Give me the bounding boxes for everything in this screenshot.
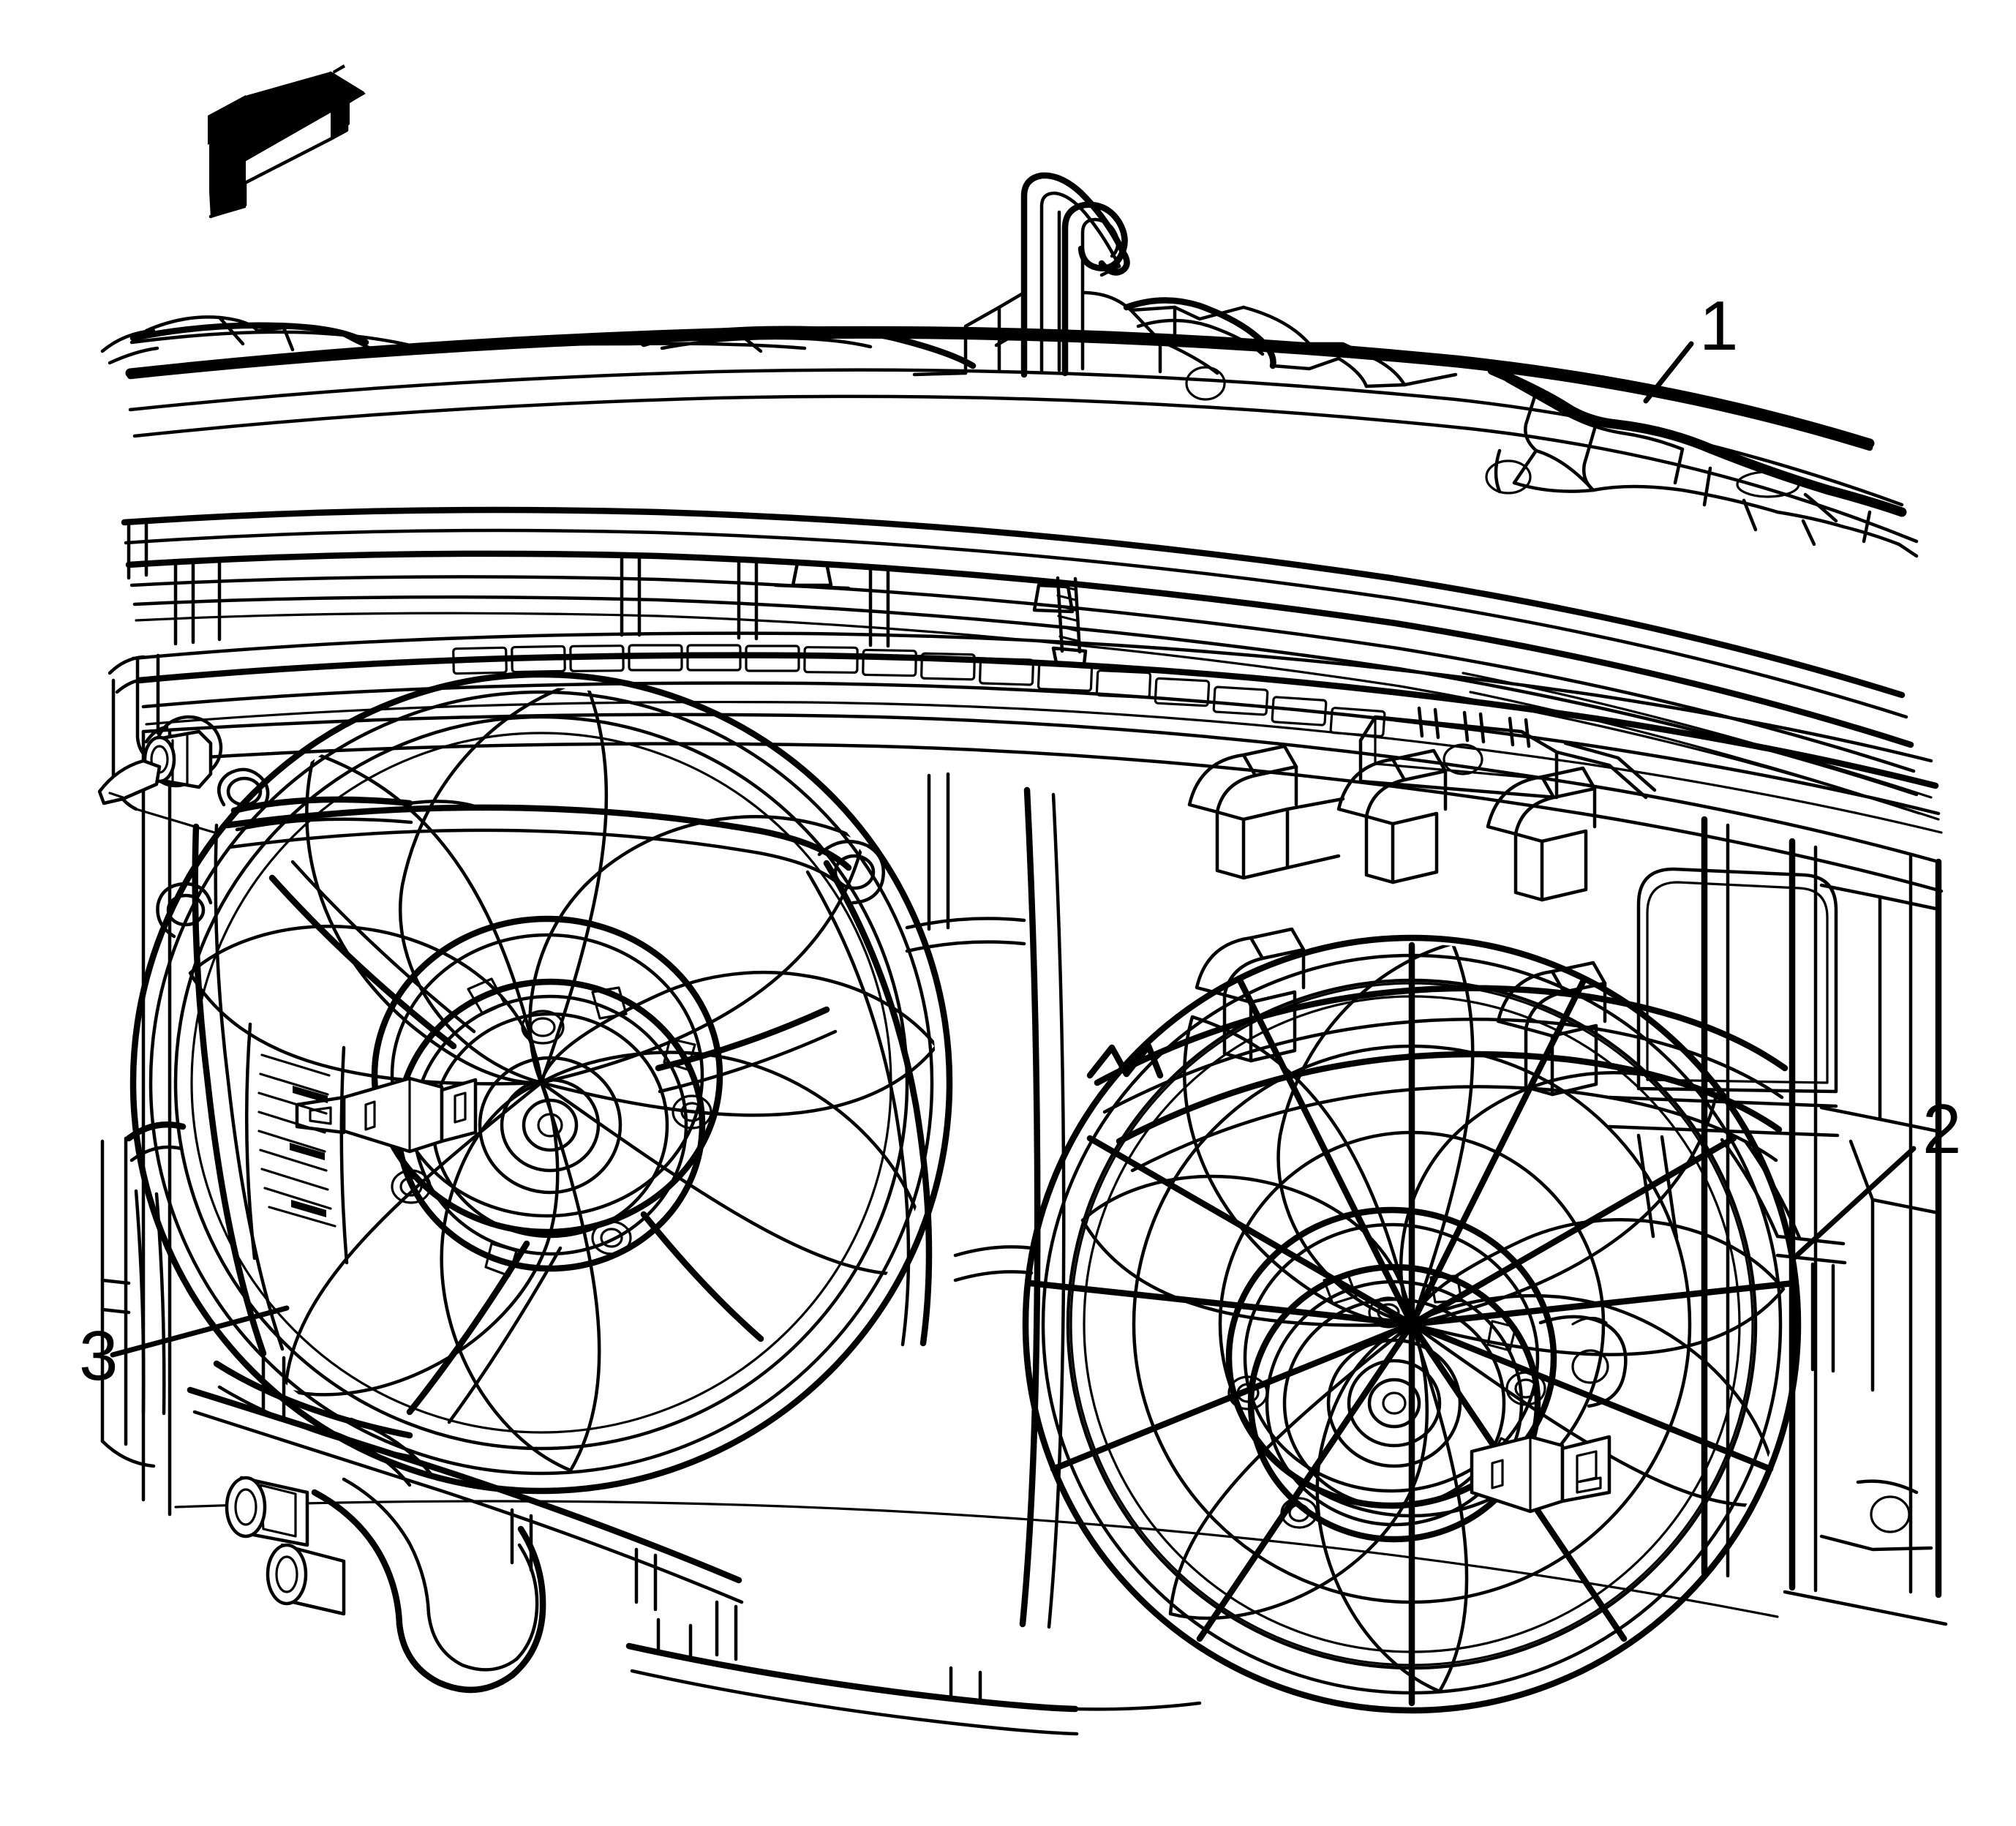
condenser-fins xyxy=(244,1022,349,1265)
hood-latch-striker xyxy=(912,172,1458,401)
upper-radiator-beam xyxy=(121,506,1940,821)
lower-support xyxy=(625,1600,1202,1736)
left-fan-connector xyxy=(295,1076,478,1154)
callout-label-1: 1 xyxy=(1699,287,1739,365)
radiator-core xyxy=(141,713,1944,1618)
right-shroud-panel xyxy=(1187,706,1948,1626)
leader-line-1 xyxy=(1643,341,1694,404)
right-fan-connector xyxy=(1470,1435,1611,1514)
right-cooling-fan xyxy=(1022,934,1802,1714)
callout-label-2: 2 xyxy=(1922,1090,1962,1168)
threaded-rod xyxy=(1051,576,1088,666)
support-structure xyxy=(173,555,1088,666)
right-fan-motor-hub xyxy=(1225,1206,1557,1543)
callout-leaders xyxy=(110,341,1917,1358)
radiator-mounting-stud xyxy=(97,715,223,805)
leader-line-2 xyxy=(1791,1146,1917,1261)
callout-label-3: 3 xyxy=(79,1317,119,1395)
left-cooling-fan xyxy=(129,671,953,1495)
center-divider xyxy=(905,772,1066,1629)
leader-line-3 xyxy=(110,1305,290,1358)
coolant-hoses xyxy=(187,1386,744,1694)
shroud-opening xyxy=(1636,867,1838,1094)
left-side-plate xyxy=(100,1121,187,1468)
upper-rail-connector xyxy=(1358,706,1657,800)
upper-body-panel xyxy=(100,315,1919,558)
mounting-brackets xyxy=(1187,744,1607,1097)
vehicle-front-direction-arrow xyxy=(208,64,366,219)
